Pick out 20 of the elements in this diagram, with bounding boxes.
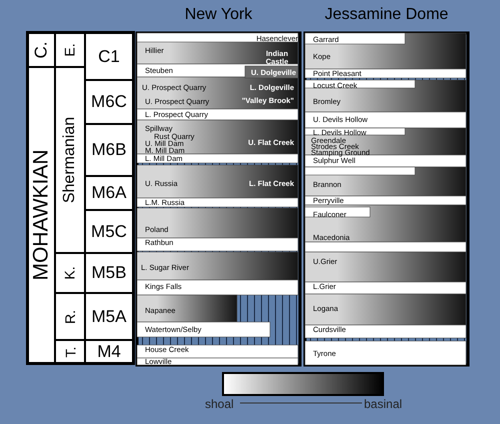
stage-cell: M5C [85, 210, 133, 253]
stage-cell: M5A [85, 293, 133, 340]
column-heading: New York [184, 6, 254, 24]
stage-cell: K. [55, 253, 85, 293]
stage-cell: M6B [85, 124, 133, 176]
stage-cell: Shermanian [55, 67, 85, 253]
stage-cell: C. [28, 33, 55, 67]
stage-cell: E. [55, 33, 85, 67]
stage-cell: M4 [85, 340, 133, 363]
stage-cell: M6A [85, 176, 133, 210]
stage-cell: MOHAWKIAN [28, 67, 55, 363]
scale-label: shoal [205, 397, 234, 411]
scale-label: basinal [364, 397, 402, 411]
stage-cell: R. [55, 293, 85, 340]
stage-cell: C1 [85, 33, 133, 80]
column-heading: Jessamine Dome [324, 6, 450, 24]
stage-cell: M5B [85, 253, 133, 293]
stage-cell: T. [55, 340, 85, 363]
gradient-scale-bar [222, 372, 384, 396]
stage-cell: M6C [85, 80, 133, 124]
